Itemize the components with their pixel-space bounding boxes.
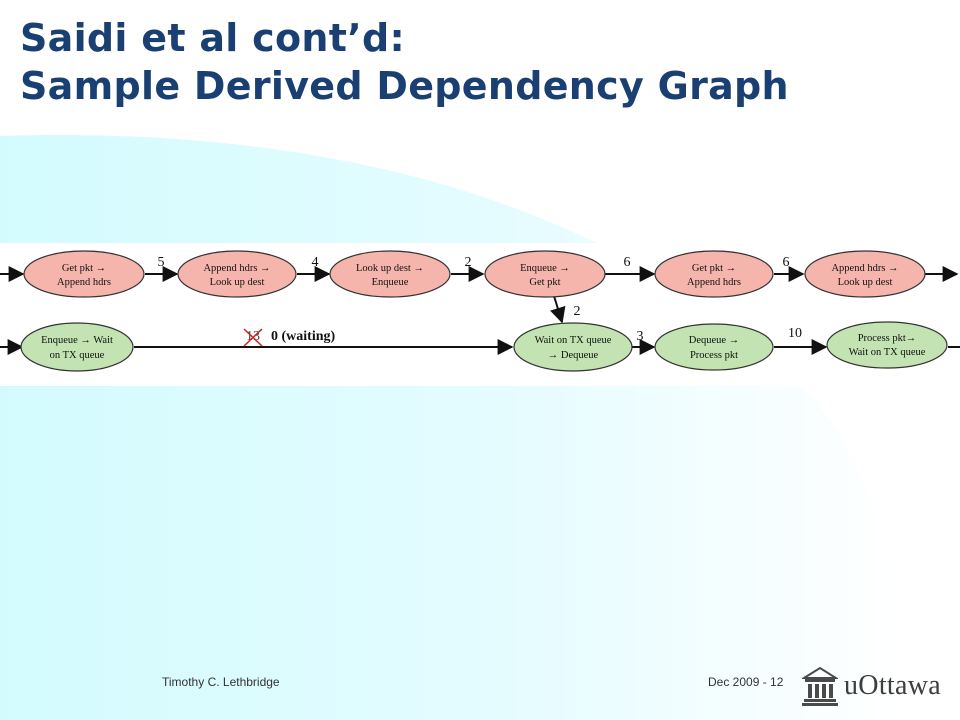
node-r3-line1: Look up dest → [356, 263, 424, 274]
node-g2-line1: Wait on TX queue [535, 335, 612, 346]
node-g2-line2: → Dequeue [548, 350, 599, 361]
node-r4-line1: Enqueue → [520, 263, 570, 274]
edge-r4-g2 [550, 295, 566, 324]
node-r6-line2: Look up dest [838, 277, 893, 288]
edge-label-g2-g3: 3 [637, 329, 644, 344]
node-g1: Enqueue → Wait on TX queue [20, 322, 134, 372]
node-g4-line2: Wait on TX queue [849, 347, 926, 358]
node-r5-line1: Get pkt → [692, 263, 736, 274]
node-r5: Get pkt → Append hdrs [654, 250, 774, 298]
node-g3: Dequeue → Process pkt [654, 323, 774, 371]
node-r1-line1: Get pkt → [62, 263, 106, 274]
footer-author: Timothy C. Lethbridge [162, 675, 280, 689]
node-g1-line1: Enqueue → Wait [41, 335, 113, 346]
node-r6-line1: Append hdrs → [831, 263, 898, 274]
edge-label-r1-r2: 5 [158, 255, 165, 270]
node-g2: Wait on TX queue → Dequeue [513, 322, 633, 372]
title-line-1: Saidi et al cont’d: [20, 16, 405, 60]
slide-title: Saidi et al cont’d: Sample Derived Depen… [20, 14, 789, 110]
edge-label-g1-g2: 0 (waiting) [271, 329, 336, 344]
node-r2-line1: Append hdrs → [203, 263, 270, 274]
footer-date-page: Dec 2009 - 12 [708, 675, 784, 689]
node-g4-line1: Process pkt→ [858, 333, 917, 344]
node-g1-line2: on TX queue [50, 350, 105, 361]
edge-label-r5-r6: 6 [783, 255, 790, 270]
node-r5-line2: Append hdrs [687, 277, 741, 288]
dependency-graph: 5 4 2 6 6 2 13 0 (waiting) 3 10 Get pkt … [0, 250, 960, 372]
node-r2-line2: Look up dest [210, 277, 265, 288]
node-g4: Process pkt→ Wait on TX queue [826, 321, 948, 369]
edges-row-1 [0, 266, 959, 324]
edge-label-r4-g2: 2 [574, 304, 581, 319]
edge-label-r3-r4: 2 [465, 255, 472, 270]
logo-text: uOttawa [844, 670, 941, 701]
university-building-icon [802, 666, 838, 706]
node-r1: Get pkt → Append hdrs [23, 250, 145, 298]
node-g3-line2: Process pkt [690, 350, 738, 361]
node-r4-line2: Get pkt [529, 277, 560, 288]
uottawa-logo: uOttawa [802, 666, 941, 706]
title-line-2: Sample Derived Dependency Graph [20, 64, 789, 108]
node-r4: Enqueue → Get pkt [484, 250, 606, 298]
edge-label-r2-r3: 4 [312, 255, 319, 270]
node-r3-line2: Enqueue [372, 277, 409, 288]
node-r6: Append hdrs → Look up dest [804, 250, 926, 298]
node-r2: Append hdrs → Look up dest [177, 250, 297, 298]
strike-mark [243, 328, 263, 347]
node-r1-line2: Append hdrs [57, 277, 111, 288]
node-g3-line1: Dequeue → [689, 335, 739, 346]
node-r3: Look up dest → Enqueue [329, 250, 451, 298]
edge-label-g3-g4: 10 [788, 326, 802, 341]
edge-label-r4-r5: 6 [624, 255, 631, 270]
edge-labels: 5 4 2 6 6 2 13 0 (waiting) 3 10 [158, 255, 802, 347]
